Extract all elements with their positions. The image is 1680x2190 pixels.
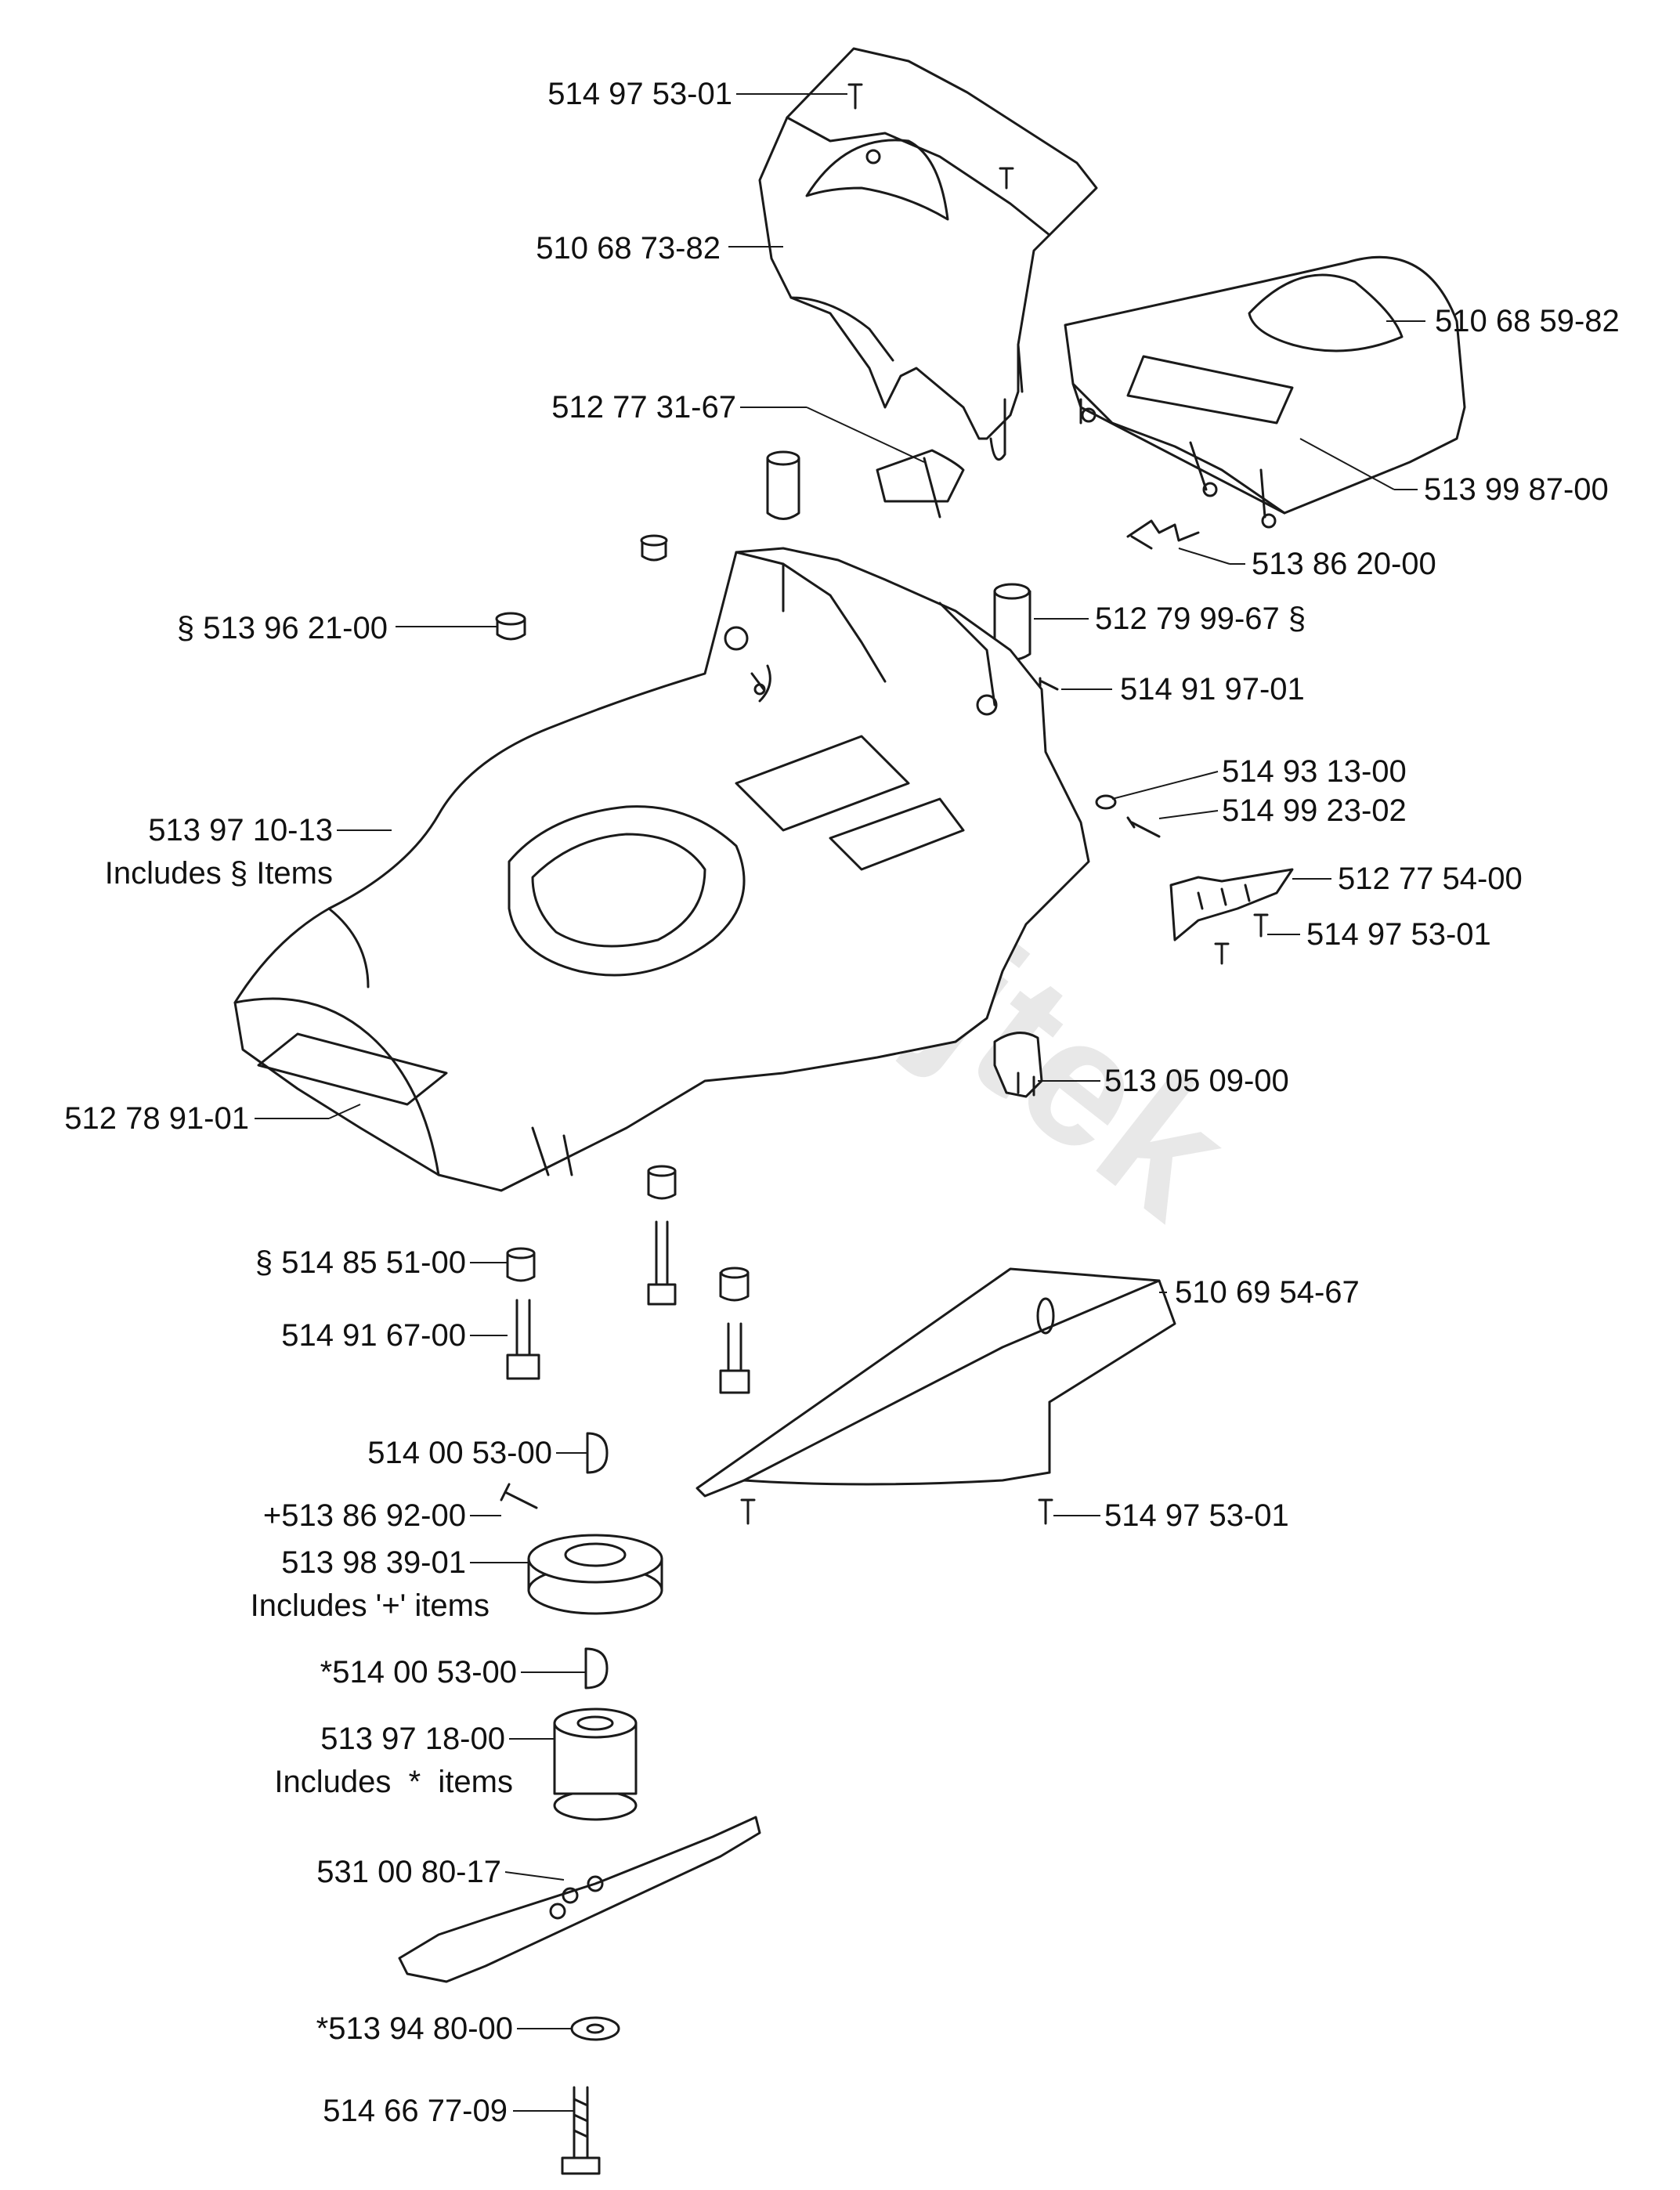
leader-lines (255, 93, 1425, 2112)
washer-514-93-13-00-part (1095, 794, 1117, 810)
label-513-96-21-00: § 513 96 21-00 (177, 611, 388, 645)
part-labels: 514 97 53-01 510 68 73-82 510 68 59-82 5… (64, 77, 1620, 2128)
label-514-66-77-09: 514 66 77-09 (323, 2094, 508, 2128)
screw-514-97-53-01-lower-part (740, 1498, 1053, 1525)
screw-514-99-23-02-part (1126, 816, 1161, 838)
label-514-97-53-01-top: 514 97 53-01 (547, 77, 732, 111)
screw-top-part (847, 83, 1014, 190)
blade-adapter-part (553, 1708, 638, 1821)
label-513-97-18-00: 513 97 18-00 (320, 1722, 505, 1756)
rear-chute-cover-part (758, 47, 1098, 461)
label-513-94-80-00: *513 94 80-00 (316, 2011, 513, 2046)
label-513-86-92-00: +513 86 92-00 (263, 1498, 466, 1533)
screw-514-97-53-01-right-part (1214, 913, 1269, 965)
label-includes-plus-items: Includes '+' items (251, 1588, 490, 1623)
spacer-512-79-99-67-part (993, 583, 1031, 661)
label-514-00-53-00-star: *514 00 53-00 (320, 1655, 517, 1689)
bushing-center-part (647, 1165, 677, 1306)
blade-bolt-part (561, 2086, 601, 2175)
mower-deck-part (233, 547, 1090, 1192)
label-510-68-73-82: 510 68 73-82 (536, 231, 721, 266)
label-514-91-67-00: 514 91 67-00 (281, 1318, 466, 1353)
grommet-513-96-21-00-part (495, 612, 526, 641)
label-510-69-54-67: 510 69 54-67 (1175, 1275, 1360, 1310)
bushing-right-part (719, 1267, 750, 1394)
clip-part (993, 1032, 1043, 1098)
label-531-00-80-17: 531 00 80-17 (316, 1855, 501, 1889)
key-lower-part (584, 1647, 609, 1689)
baffle-part (695, 1267, 1176, 1498)
blade-part (398, 1816, 761, 1983)
label-513-99-87-00: 513 99 87-00 (1424, 472, 1609, 507)
label-512-77-31-67: 512 77 31-67 (551, 390, 736, 425)
label-512-79-99-67: 512 79 99-67 § (1095, 602, 1306, 636)
spacer-sleeve-part (766, 450, 800, 520)
label-514-93-13-00: 514 93 13-00 (1222, 754, 1407, 789)
label-512-77-54-00: 512 77 54-00 (1338, 862, 1523, 896)
label-includes-star-items: Includes * items (274, 1765, 513, 1799)
pin-513-86-92-00-part (500, 1483, 538, 1509)
label-includes-section-items: Includes § Items (105, 856, 333, 891)
label-514-99-23-02: 514 99 23-02 (1222, 793, 1407, 828)
label-514-97-53-01-right: 514 97 53-01 (1306, 917, 1491, 952)
bushing-514-85-51-00-part (506, 1247, 536, 1282)
label-514-85-51-00: § 514 85 51-00 (255, 1245, 466, 1280)
label-513-97-10-13: 513 97 10-13 (148, 813, 333, 847)
label-514-97-53-01-lower: 514 97 53-01 (1104, 1498, 1289, 1533)
label-514-91-97-01: 514 91 97-01 (1120, 672, 1305, 707)
label-513-98-39-01: 513 98 39-01 (281, 1545, 466, 1580)
washer-513-94-80-00-part (570, 2016, 620, 2041)
label-510-68-59-82: 510 68 59-82 (1435, 304, 1620, 338)
warning-label-part (876, 449, 965, 519)
rear-flap-part (1064, 255, 1466, 529)
label-512-78-91-01: 512 78 91-01 (64, 1101, 249, 1136)
label-513-86-20-00: 513 86 20-00 (1252, 547, 1436, 581)
bolt-514-91-67-00-part (506, 1299, 540, 1380)
grommet-left-part (640, 534, 668, 562)
deflector-comb-part (1169, 868, 1294, 941)
label-513-05-09-00: 513 05 09-00 (1104, 1064, 1289, 1098)
label-514-00-53-00: 514 00 53-00 (367, 1436, 552, 1470)
spring-part (1126, 519, 1200, 550)
pulley-part (527, 1534, 663, 1615)
key-514-00-53-00-part (586, 1432, 609, 1474)
screw-514-91-97-01-part (1039, 677, 1059, 691)
